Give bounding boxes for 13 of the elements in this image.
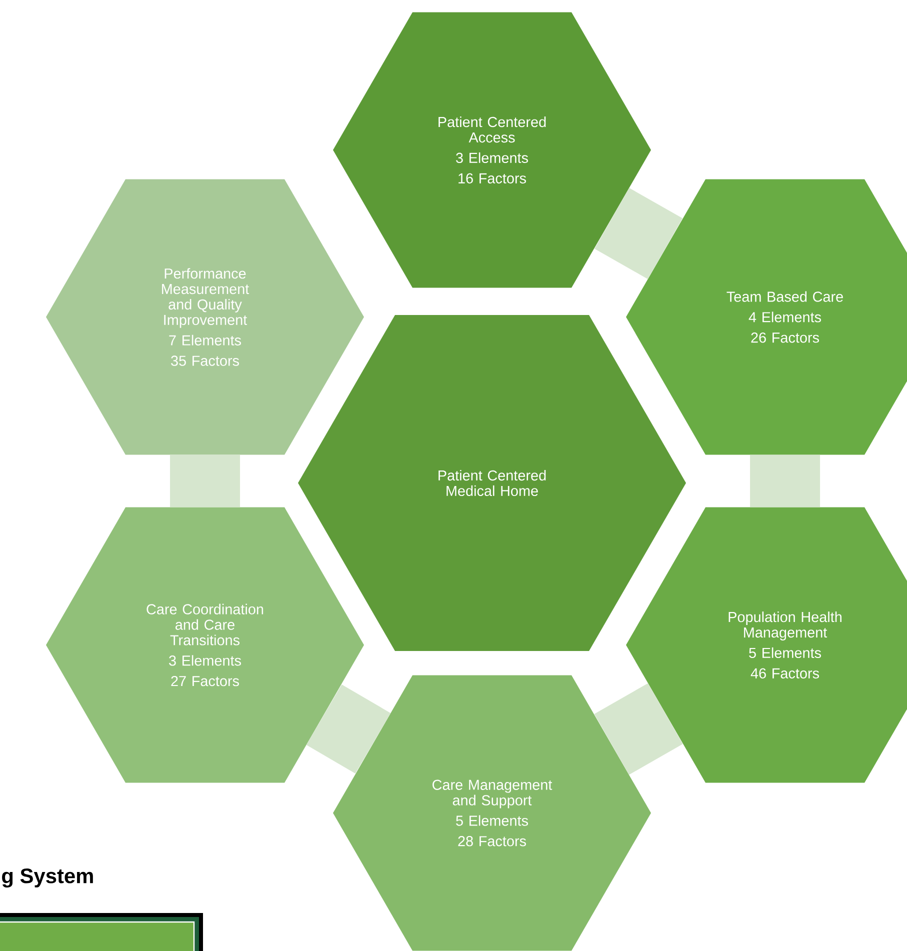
- hexagon: Population Health Management 5 Elements 46 Factors: [626, 507, 907, 783]
- heading-text: g System: [2, 868, 93, 888]
- connector-band: [594, 188, 683, 280]
- hexagon: Care Coordination and Care Transitions 3 Elements 27 Factors: [46, 507, 364, 783]
- connector-band: [594, 683, 683, 775]
- connector-band: [750, 454, 820, 508]
- hexagon: Care Management and Support 5 Elements 28 Factors: [333, 675, 651, 951]
- connector-band: [170, 454, 240, 508]
- connector-band: [306, 684, 391, 774]
- hexagon: Patient Centered Medical Home: [298, 314, 686, 651]
- hexagon: Performance Measurement and Quality Improvement 7 Elements 35 Factors: [46, 179, 364, 455]
- hexagon: Team Based Care 4 Elements 26 Factors: [626, 179, 907, 455]
- hexagon: Patient Centered Access 3 Elements 16 Factors: [333, 12, 651, 288]
